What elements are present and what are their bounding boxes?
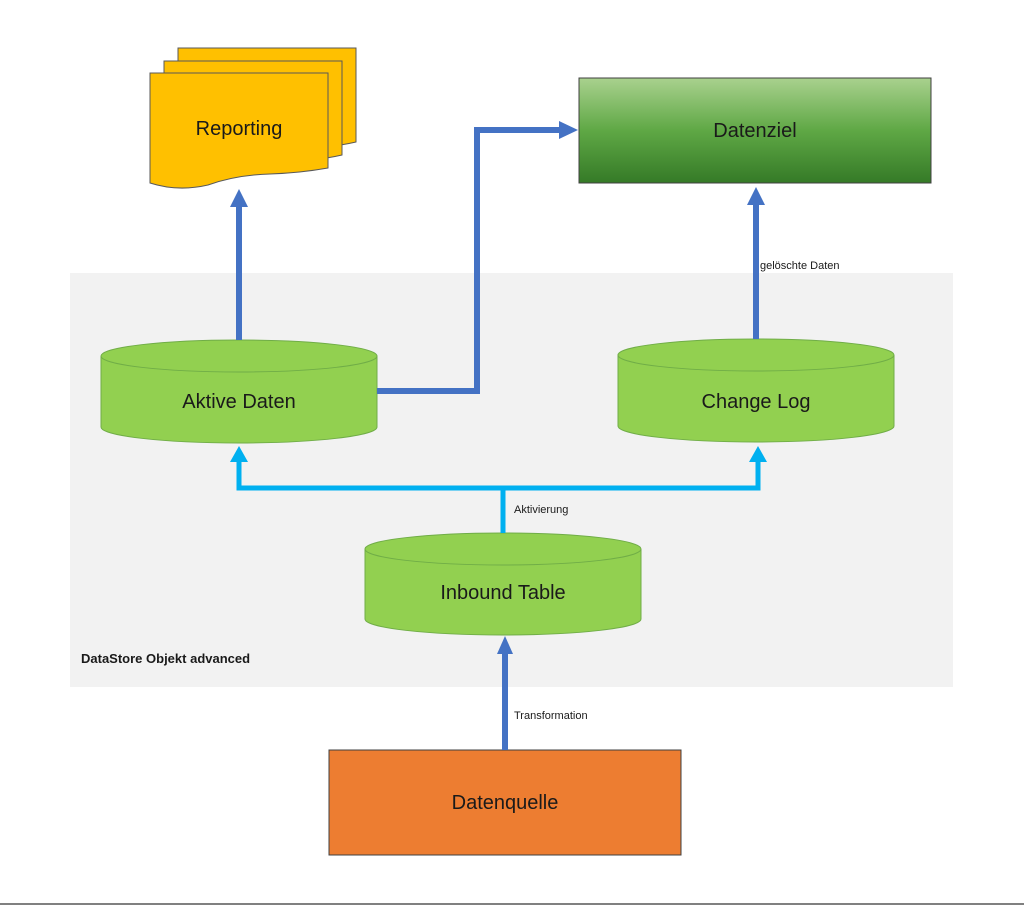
datenziel-node: Datenziel [578, 77, 932, 184]
inbound-table-node: Inbound Table [364, 532, 642, 636]
inbound-table-label: Inbound Table [440, 582, 565, 604]
transformation-label: Transformation [514, 710, 588, 722]
geloeschte-daten-arrow [747, 187, 765, 339]
change-log-node: Change Log [617, 338, 895, 443]
aktive-daten-label: Aktive Daten [182, 391, 295, 413]
reporting-node: Reporting [149, 47, 357, 189]
reporting-label: Reporting [196, 118, 283, 140]
geloeschte-daten-label: gelöschte Daten [760, 260, 840, 272]
container-label: DataStore Objekt advanced [81, 651, 250, 666]
aktive-to-datenziel-arrow [377, 121, 578, 394]
aktive-daten-node: Aktive Daten [100, 339, 378, 444]
aktivierung-label: Aktivierung [514, 504, 568, 516]
aktive-to-reporting-arrow [230, 189, 248, 340]
change-log-label: Change Log [702, 391, 811, 413]
datenziel-label: Datenziel [713, 120, 796, 142]
datenquelle-node: Datenquelle [328, 749, 682, 856]
aktivierung-connector [230, 446, 767, 533]
datenquelle-label: Datenquelle [452, 792, 559, 814]
transformation-arrow [497, 636, 513, 750]
